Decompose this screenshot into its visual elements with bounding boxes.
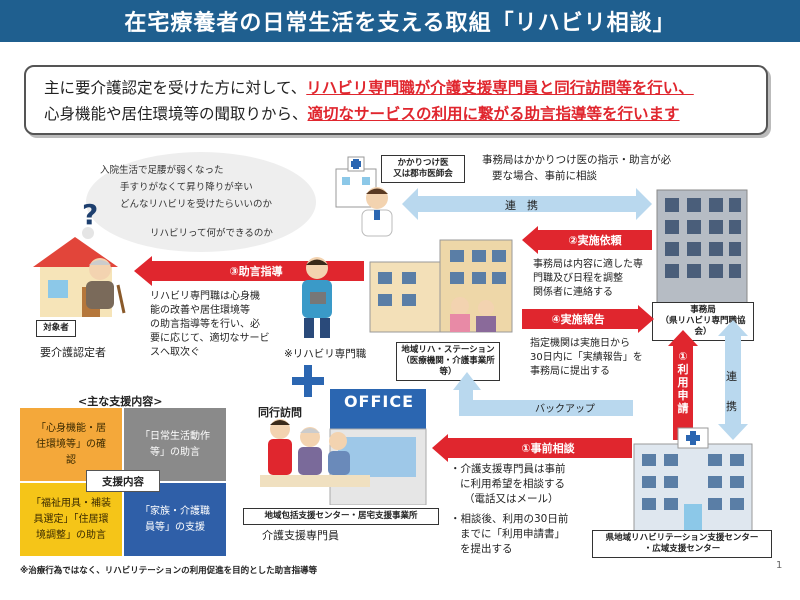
report-arrow-icon — [522, 305, 654, 333]
plus-icon — [292, 365, 324, 397]
station-label-line1: 地域リハ・ステーション — [401, 345, 495, 355]
subject-label: 対象者 — [36, 320, 76, 337]
office-visit-icon — [260, 389, 427, 505]
page-number: 1 — [776, 560, 783, 571]
use-apply-label: ① 利 用 申 請 — [677, 350, 689, 415]
bubble-line2: 手すりがなくて昇り降りが辛い — [120, 182, 253, 193]
doctor-box-line2: 又は郡市医師会 — [393, 169, 453, 179]
doctor-box-line1: かかりつけ医 — [397, 158, 449, 168]
summary-box: 主に要介護認定を受けた方に対して、リハビリ専門職が介護支援専門員と同行訪問等を行… — [24, 65, 768, 135]
subject-caption: 要介護認定者 — [40, 346, 106, 359]
office-sign: OFFICE — [343, 392, 415, 411]
report-note-line1: 指定機関は実施日から — [530, 338, 630, 349]
therapist-desc-line2: 能の改善や居住環境等 — [150, 305, 250, 316]
advice-arrow-icon — [134, 256, 364, 286]
station-label: 地域リハ・ステーション （医療機関・介護事業所等） — [396, 342, 500, 381]
request-note-line3: 関係者に連絡する — [533, 287, 613, 298]
pre-note2-line2: までに「利用申請書」 — [460, 528, 565, 540]
pre-consult-note-2: ・相談後、利用の30日前 までに「利用申請書」 を提出する — [450, 512, 568, 557]
page-title: 在宅療養者の日常生活を支える取組「リハビリ相談」 — [0, 0, 800, 42]
doctor-note-line1: 事務局はかかりつけ医の指示・助言が必 — [482, 154, 672, 166]
use-apply-arrow-icon — [668, 330, 698, 440]
support-title: <主な支援内容> — [78, 395, 163, 408]
backup-arrow-icon — [453, 372, 633, 416]
pre-note2-line1: ・相談後、利用の30日前 — [450, 513, 569, 525]
doctor-icon — [361, 187, 393, 237]
question-mark-icon: ? — [82, 198, 99, 231]
report-note-line2: 30日内に「実績報告」を — [530, 352, 643, 363]
support-grid: 「心身機能・居住環境等」の確認 「日常生活動作等」の助言 「福祉用具・補装具選定… — [20, 408, 226, 556]
coordination-arrow-icon — [402, 188, 652, 220]
pre-consult-arrow-icon — [432, 434, 632, 462]
support-cell-4: 「家族・介護職員等」の支援 — [124, 483, 226, 556]
backup-label: バックアップ — [535, 404, 595, 415]
office-label-line2: （県リハビリ専門職協会） — [660, 316, 746, 337]
visit-office-box: 地域包括支援センター・居宅支援事業所 — [243, 508, 439, 525]
center-label-line1: 県地域リハビリテーション支援センター — [605, 533, 759, 543]
office-label-line1: 事務局 — [690, 305, 716, 315]
therapist-desc-line4: 要に応じて、適切なサービ — [150, 333, 270, 344]
visit-label: 同行訪問 — [258, 406, 302, 419]
station-building-icon — [369, 239, 513, 333]
support-cell-3: 「福祉用具・補装具選定」「住居環境調整」の助言 — [20, 483, 122, 556]
summary-line1b: リハビリ専門職が介護支援専門員と同行訪問等を行い、 — [306, 79, 694, 97]
therapist-caption: ※リハビリ専門職 — [284, 348, 367, 360]
center-label: 県地域リハビリテーション支援センター ・広域支援センター — [592, 530, 772, 558]
request-arrow-label: ②実施依頼 — [568, 234, 622, 247]
report-note-line3: 事務局に提出する — [530, 366, 610, 377]
elderly-person-icon — [86, 258, 126, 314]
therapist-desc: リハビリ専門職は心身機 能の改善や居住環境等 の助言指導等を行い、必 要に応じて… — [150, 290, 270, 360]
summary-line1a: 主に要介護認定を受けた方に対して、 — [44, 79, 307, 97]
therapist-desc-line1: リハビリ専門職は心身機 — [150, 291, 260, 302]
request-note-line2: 門職及び日程を調整 — [533, 273, 623, 284]
report-note: 指定機関は実施日から 30日内に「実績報告」を 事務局に提出する — [530, 337, 643, 379]
coordination-label: 連 携 — [505, 199, 538, 212]
center-label-line2: ・広域支援センター — [643, 544, 721, 554]
vertical-coordination-arrow-icon — [718, 320, 748, 440]
pre-consult-label: ①事前相談 — [521, 442, 575, 455]
pre-consult-note-1: ・介護支援専門員は事前 に利用希望を相談する （電話又はメール） — [450, 462, 566, 507]
bubble-line1: 入院生活で足腰が弱くなった — [100, 165, 224, 176]
doctor-note-line2: 要な場合、事前に相談 — [492, 170, 597, 182]
pre-note2-line3: を提出する — [460, 543, 513, 555]
bubble-line4: リハビリって何ができるのか — [150, 228, 273, 239]
therapist-desc-line3: の助言指導等を行い、必 — [150, 319, 260, 330]
advice-arrow-label: ③助言指導 — [229, 265, 283, 278]
visit-caption: 介護支援専門員 — [262, 529, 339, 542]
hospital-icon — [633, 427, 753, 533]
therapist-icon — [302, 257, 332, 338]
footnote: ※治療行為ではなく、リハビリテーションの利用促進を目的とした助言指導等 — [20, 566, 318, 576]
support-cell-2: 「日常生活動作等」の助言 — [124, 408, 226, 481]
bubble-line3: どんなリハビリを受けたらいいのか — [120, 199, 273, 210]
summary-line2a: 心身機能や居住環境等の聞取りから、 — [44, 105, 308, 123]
support-center-label: 支援内容 — [86, 470, 160, 492]
support-cell-1: 「心身機能・居住環境等」の確認 — [20, 408, 122, 481]
doctor-box: かかりつけ医 又は郡市医師会 — [381, 155, 465, 183]
pre-note1-line2: に利用希望を相談する — [460, 478, 565, 490]
therapist-desc-line5: スへ取次ぐ — [150, 347, 200, 358]
vertical-coordination-label: 連 携 — [726, 370, 737, 413]
station-label-line2: （医療機関・介護事業所等） — [401, 356, 495, 377]
request-arrow-icon — [522, 226, 652, 254]
thought-bubble — [86, 152, 316, 252]
request-note-line1: 事務局は内容に適した専 — [533, 259, 643, 270]
pre-note1-line3: （電話又はメール） — [464, 493, 559, 505]
pre-note1-line1: ・介護支援専門員は事前 — [450, 463, 566, 475]
report-arrow-label: ④実施報告 — [551, 313, 605, 326]
office-building-icon — [656, 189, 748, 306]
summary-line2b: 適切なサービスの利用に繋がる助言指導等を行います — [307, 105, 680, 123]
request-note: 事務局は内容に適した専 門職及び日程を調整 関係者に連絡する — [533, 258, 643, 300]
